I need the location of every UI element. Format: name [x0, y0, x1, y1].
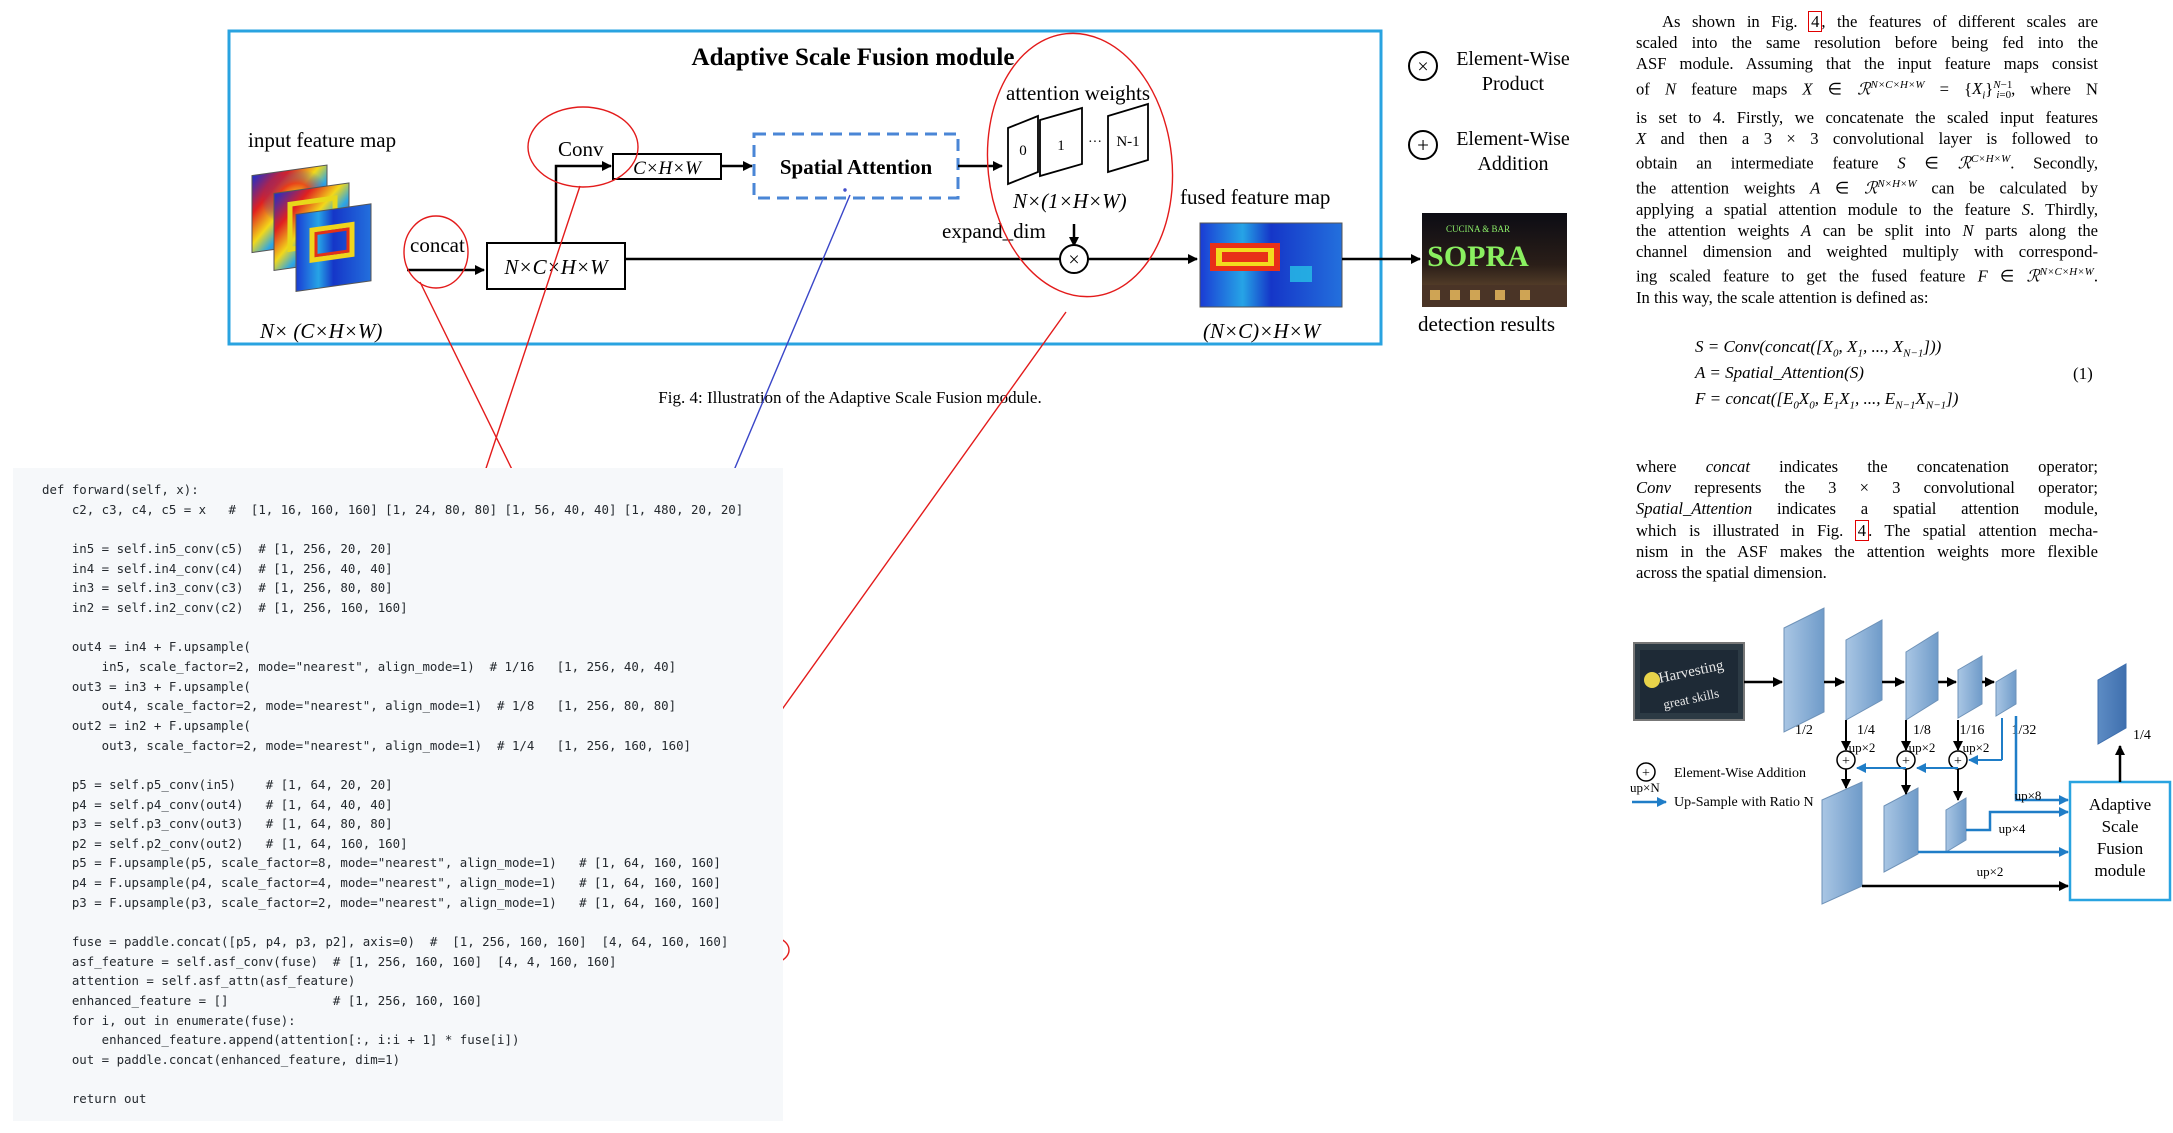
equation-line-2: A = Spatial_Attention(S)	[1695, 363, 1864, 382]
fpn-legend-add: Element-Wise Addition	[1674, 766, 1806, 781]
svg-text:1/8: 1/8	[1913, 723, 1931, 738]
addition-legend-icon	[1408, 130, 1438, 160]
svg-text:Scale: Scale	[2102, 817, 2139, 836]
figure-caption: Fig. 4: Illustration of the Adaptive Sca…	[658, 388, 1041, 407]
svg-text:up×2: up×2	[1849, 740, 1876, 755]
concat-label: concat	[410, 233, 465, 257]
svg-text:×: ×	[1417, 56, 1428, 78]
svg-text:1/4: 1/4	[1857, 723, 1875, 738]
fpn-diagram: Harvesting great skills 1/2 1/4 1/8 1/16…	[1630, 607, 2172, 905]
module-title: Adaptive Scale Fusion module	[692, 44, 1015, 71]
input-feature-stack	[251, 164, 372, 292]
spatial-attention-label: Spatial Attention	[780, 155, 933, 179]
svg-text:1: 1	[1057, 138, 1065, 154]
svg-text:up×N: up×N	[1630, 780, 1660, 795]
attention-weights-label: attention weights	[1006, 81, 1150, 105]
paper-paragraph-1: As shown in Fig. 4, the features of diff…	[1636, 11, 2099, 307]
svg-text:Adaptive: Adaptive	[2089, 795, 2151, 814]
fused-feature-map	[1199, 222, 1343, 308]
svg-text:CUCINA & BAR: CUCINA & BAR	[1446, 224, 1510, 234]
svg-text:+: +	[1417, 133, 1429, 157]
svg-text:×: ×	[1068, 249, 1079, 271]
svg-text:1/4: 1/4	[2133, 728, 2151, 743]
svg-text:up×2: up×2	[1977, 864, 2004, 879]
svg-text:SOPRA: SOPRA	[1427, 240, 1529, 273]
svg-text:+: +	[1902, 754, 1910, 769]
svg-text:N-1: N-1	[1116, 134, 1139, 150]
attention-dims: N×(1×H×W)	[1012, 189, 1127, 213]
svg-text:+: +	[1842, 754, 1850, 769]
addition-legend-line2: Addition	[1477, 153, 1548, 175]
product-legend-line1: Element-Wise	[1456, 48, 1570, 70]
svg-text:···: ···	[1088, 135, 1102, 150]
paper-paragraph-2: where concat indicates the concatenation…	[1636, 457, 2098, 583]
concat-output-box	[486, 242, 626, 290]
svg-text:+: +	[1954, 754, 1962, 769]
fused-dims: (N×C)×H×W	[1203, 319, 1323, 343]
svg-text:0: 0	[1019, 143, 1027, 159]
input-dims: N× (C×H×W)	[259, 319, 382, 343]
detection-result-image: CUCINA & BAR SOPRA	[1422, 213, 1567, 307]
equation-line-3: F = concat([E0X0, E1X1, ..., EN−1XN−1])	[1695, 389, 1959, 412]
svg-text:up×4: up×4	[1999, 821, 2026, 836]
equation-line-1: S = Conv(concat([X0, X1, ..., XN−1]))	[1695, 337, 1942, 360]
detection-label: detection results	[1418, 312, 1555, 336]
fpn-legend-up: Up-Sample with Ratio N	[1674, 795, 1814, 810]
attention-slices: 0 1 ··· N-1	[1007, 102, 1149, 186]
product-legend-icon	[1408, 51, 1438, 81]
svg-text:1/32: 1/32	[2012, 723, 2037, 738]
svg-text:Fusion: Fusion	[2097, 839, 2144, 858]
product-legend-line2: Product	[1482, 73, 1545, 95]
svg-text:1/16: 1/16	[1960, 723, 1985, 738]
fused-feature-label: fused feature map	[1180, 185, 1330, 209]
code-panel	[13, 468, 783, 1121]
expand-dim-label: expand_dim	[942, 219, 1046, 243]
asf-module-frame	[227, 29, 1383, 346]
conv-output-dims: C×H×W	[633, 158, 703, 179]
svg-text:+: +	[1642, 766, 1650, 781]
conv-label: Conv	[558, 137, 604, 161]
svg-text:up×2: up×2	[1963, 740, 1990, 755]
addition-legend-line1: Element-Wise	[1456, 128, 1570, 150]
equation-number: (1)	[2073, 364, 2093, 383]
svg-text:up×8: up×8	[2015, 788, 2042, 803]
svg-text:up×2: up×2	[1909, 740, 1936, 755]
input-feature-label: input feature map	[248, 128, 396, 152]
code-block: def forward(self, x): c2, c3, c4, c5 = x…	[42, 482, 744, 1107]
svg-text:1/2: 1/2	[1795, 723, 1813, 738]
concat-output-dims: N×C×H×W	[503, 255, 610, 279]
svg-text:module: module	[2095, 861, 2146, 880]
